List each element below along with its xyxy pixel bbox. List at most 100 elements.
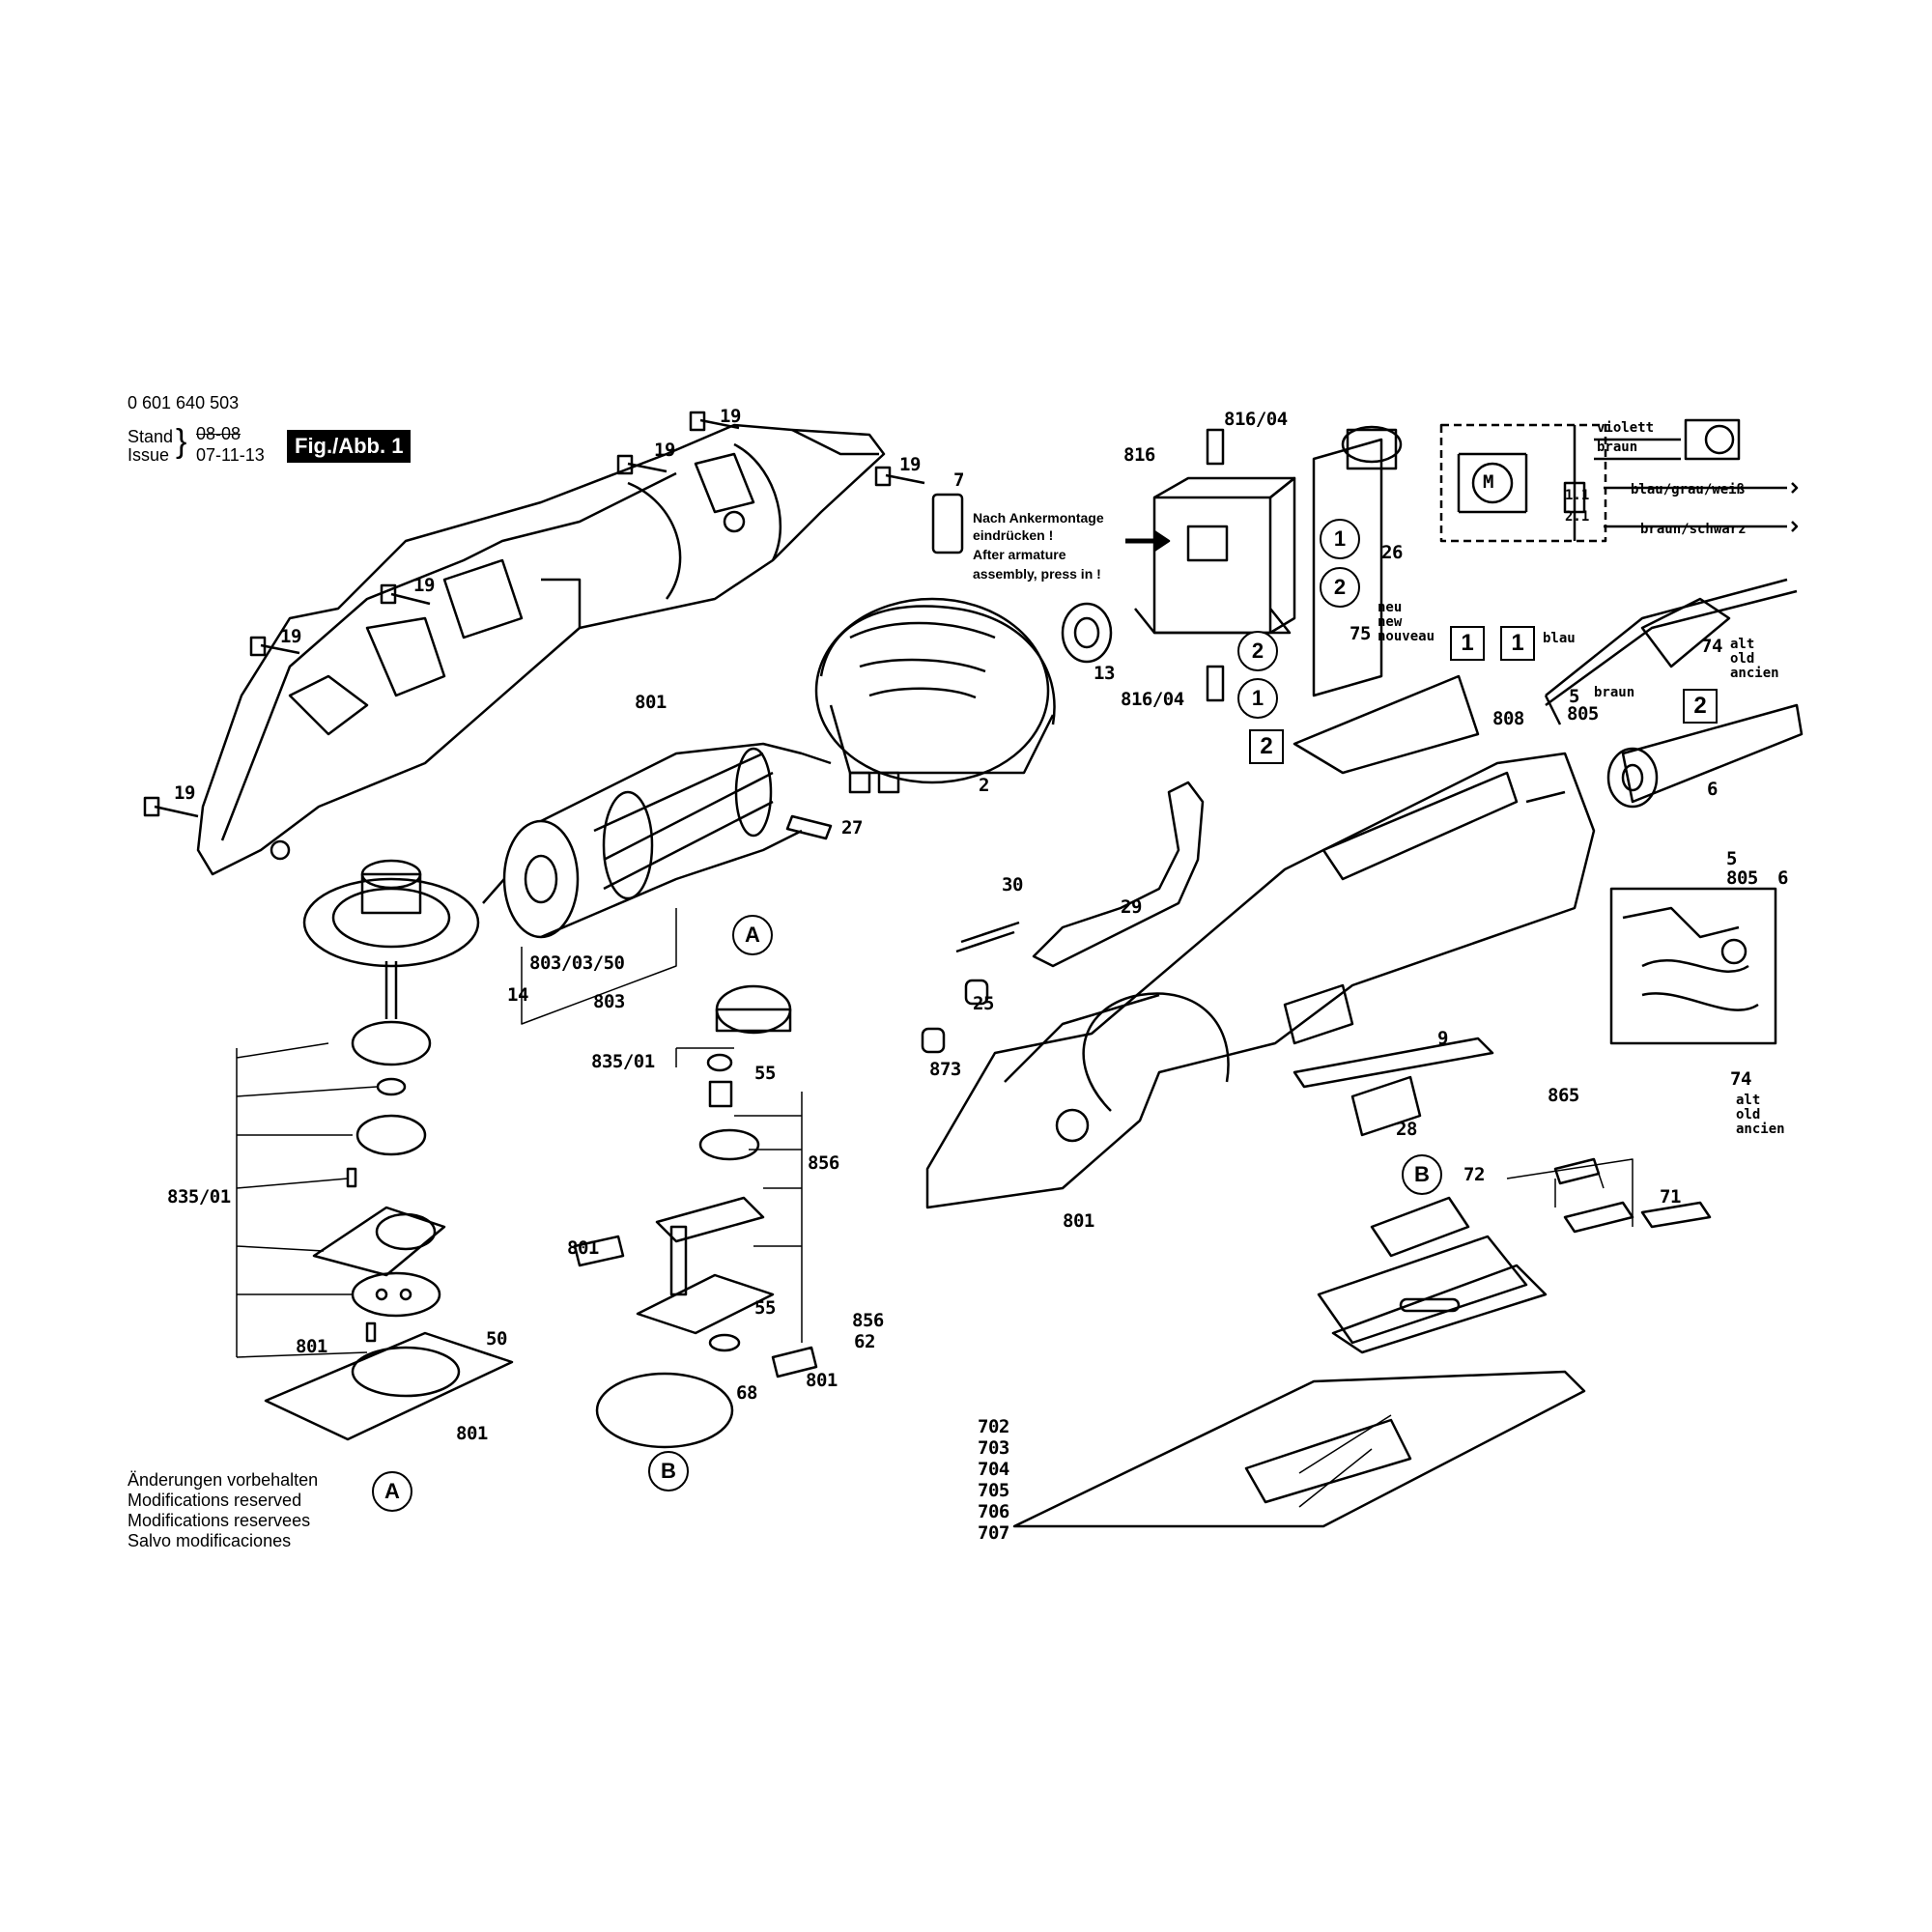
stand-label: Stand <box>128 427 174 446</box>
old-en-inset: old <box>1736 1107 1761 1122</box>
old-fr-inset: ancien <box>1736 1122 1785 1137</box>
issue-label: Issue <box>128 445 170 465</box>
pin-25 <box>964 979 989 1006</box>
new-fr: nouveau <box>1378 629 1435 644</box>
part-label-6-inset: 6 <box>1777 867 1788 889</box>
armature-note-en-2: assembly, press in ! <box>973 566 1101 582</box>
brace-glyph: } <box>176 423 187 460</box>
part-label-6-top: 6 <box>1707 779 1718 800</box>
motor-symbol: M <box>1483 471 1493 493</box>
part-label-816-04-top: 816/04 <box>1224 409 1288 430</box>
part-label-801-main: 801 <box>1063 1210 1094 1232</box>
cable-protector-6 <box>1606 703 1804 809</box>
part-label-50: 50 <box>486 1328 507 1350</box>
part-label-803-03-50: 803/03/50 <box>529 952 625 974</box>
lever-29 <box>1032 781 1205 968</box>
part-label-55-top: 55 <box>754 1063 776 1084</box>
part-label-74-inset: 74 <box>1730 1068 1751 1090</box>
marker-a-middle: A <box>732 915 773 955</box>
armature-note-en-1: After armature <box>973 547 1066 562</box>
part-label-808: 808 <box>1492 708 1524 729</box>
armature-part-803 <box>482 742 832 939</box>
gear-assembly <box>264 859 514 1441</box>
part-7-clip <box>931 493 964 554</box>
part-label-801-right: 801 <box>806 1370 838 1391</box>
leader-lines <box>236 908 1634 1508</box>
box-1-new: 1 <box>1450 626 1485 661</box>
terminal-2-1: 2.1 <box>1565 509 1590 525</box>
old-en-top: old <box>1730 651 1755 667</box>
marker-a-bottom: A <box>372 1471 412 1512</box>
part-label-704: 704 <box>978 1459 1009 1480</box>
part-label-30: 30 <box>1002 874 1023 895</box>
part-label-835-01-mid: 835/01 <box>591 1051 655 1072</box>
part-label-707: 707 <box>978 1522 1009 1544</box>
part-label-29: 29 <box>1121 896 1142 918</box>
marker-1-dial: 1 <box>1320 519 1360 559</box>
part-label-27: 27 <box>841 817 863 838</box>
part-27 <box>785 814 833 840</box>
part-label-19-b: 19 <box>654 440 675 461</box>
part-label-873: 873 <box>929 1059 961 1080</box>
stand-date-struck: 08-08 <box>196 424 242 443</box>
main-housing-801 <box>925 752 1596 1209</box>
marker-b-bottom: B <box>648 1451 689 1492</box>
armature-note-de-2: eindrücken ! <box>973 527 1054 543</box>
part-label-19-e: 19 <box>280 626 301 647</box>
part-label-14: 14 <box>507 984 528 1006</box>
part-label-702: 702 <box>978 1416 1009 1437</box>
issue-date: 07-11-13 <box>196 445 265 465</box>
part-label-7: 7 <box>953 469 964 491</box>
part-label-13: 13 <box>1094 663 1115 684</box>
part-label-805-top: 805 <box>1567 703 1599 724</box>
part-label-835-01-left: 835/01 <box>167 1186 231 1208</box>
footer-es: Salvo modificaciones <box>128 1531 292 1550</box>
part-label-705: 705 <box>978 1480 1009 1501</box>
part-label-816: 816 <box>1123 444 1155 466</box>
old-de-top: alt <box>1730 637 1755 652</box>
footer-fr: Modifications reservees <box>128 1511 311 1530</box>
part-label-19-a: 19 <box>720 406 741 427</box>
screw-19-set <box>143 411 925 818</box>
part-label-801-left-a: 801 <box>296 1336 327 1357</box>
footer-en: Modifications reserved <box>128 1491 302 1510</box>
new-de: neu <box>1378 600 1403 615</box>
part-label-19-c: 19 <box>899 454 921 475</box>
part-label-2: 2 <box>979 775 989 796</box>
wire-braun-lower: braun <box>1594 685 1635 700</box>
part-label-9: 9 <box>1437 1028 1448 1049</box>
wire-blau: blau <box>1543 631 1576 646</box>
wire-braun: braun <box>1597 440 1638 455</box>
part-label-805-inset: 805 <box>1726 867 1758 889</box>
figure-label: Fig./Abb. 1 <box>287 430 412 463</box>
marker-2-switch: 2 <box>1237 631 1278 671</box>
part-label-706: 706 <box>978 1501 1009 1522</box>
new-en: new <box>1378 614 1403 630</box>
part-label-74-top: 74 <box>1701 636 1722 657</box>
marker-2-dial: 2 <box>1320 567 1360 608</box>
wire-violett: violett <box>1597 420 1655 436</box>
part-label-856-top: 856 <box>808 1152 839 1174</box>
cable-inset-photo <box>1609 887 1777 1045</box>
part-label-55-bottom: 55 <box>754 1297 776 1319</box>
eccentric-assembly <box>573 984 818 1449</box>
saw-blade-702-707 <box>1012 1370 1586 1528</box>
strip-9 <box>1293 1037 1494 1089</box>
part-label-856-bottom: 856 <box>852 1310 884 1331</box>
marker-1-switch: 1 <box>1237 678 1278 719</box>
part-label-5-inset: 5 <box>1726 848 1737 869</box>
part-label-19-d: 19 <box>413 575 435 596</box>
part-label-25: 25 <box>973 993 994 1014</box>
part-label-68: 68 <box>736 1382 757 1404</box>
part-label-62: 62 <box>854 1331 875 1352</box>
old-de-inset: alt <box>1736 1093 1761 1108</box>
part-label-28: 28 <box>1396 1119 1417 1140</box>
wire-blau-grau-weiss: blau/grau/weiß <box>1631 482 1746 497</box>
bearing-13 <box>1061 602 1113 664</box>
part-label-801-shell: 801 <box>635 692 667 713</box>
marker-b-sole: B <box>1402 1154 1442 1195</box>
housing-half-shell <box>196 423 886 876</box>
wire-braun-schwarz: braun/schwarz <box>1640 522 1747 537</box>
armature-note-de-1: Nach Ankermontage <box>973 510 1104 526</box>
